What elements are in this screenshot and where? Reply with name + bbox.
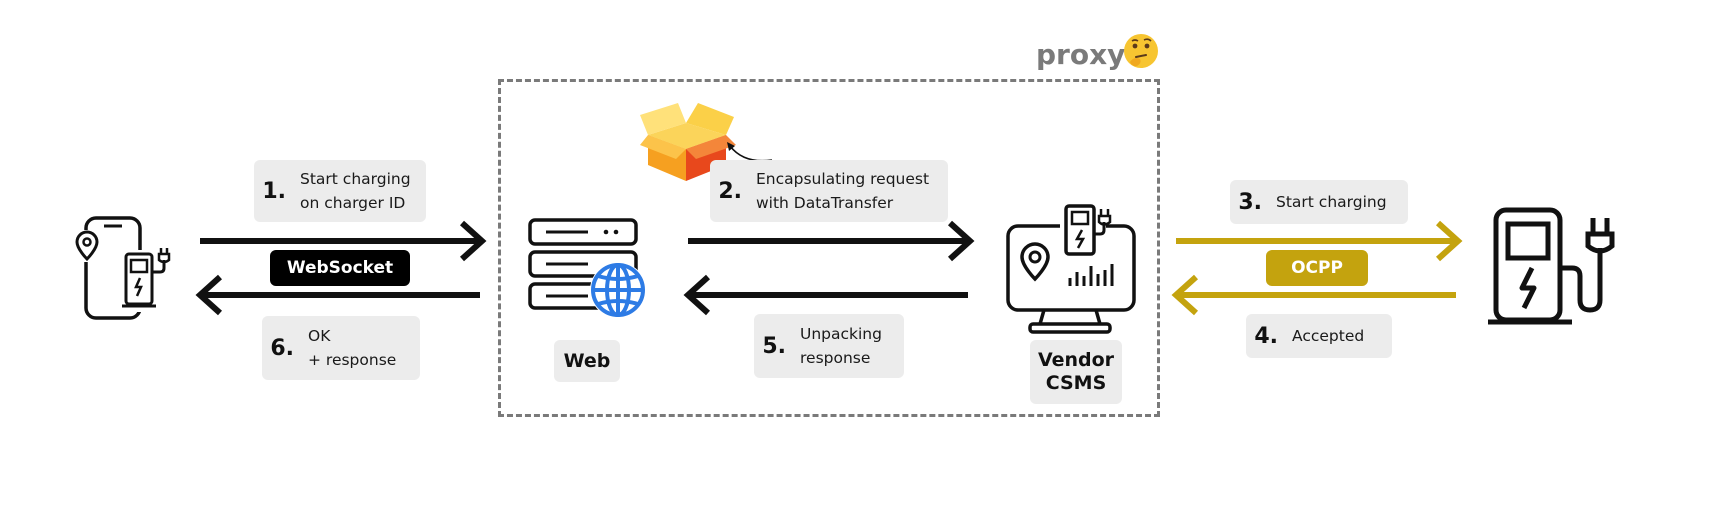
- step-number: 2.: [718, 178, 742, 204]
- step-5-label: 5. Unpacking response: [754, 314, 904, 378]
- step-number: 1.: [262, 178, 286, 204]
- websocket-badge: WebSocket: [270, 250, 410, 286]
- step-number: 4.: [1254, 323, 1278, 349]
- proxy-boundary: [498, 79, 1160, 417]
- step-text: OK + response: [308, 327, 397, 369]
- package-box-icon: [640, 103, 736, 181]
- arrow-web-to-phone: [195, 274, 480, 316]
- step-3-label: 3. Start charging: [1230, 180, 1408, 224]
- step-text: Encapsulating request with DataTransfer: [756, 170, 930, 212]
- ocpp-badge: OCPP: [1266, 250, 1368, 286]
- step-1-label: 1. Start charging on charger ID: [254, 160, 426, 222]
- step-2-label: 2. Encapsulating request with DataTransf…: [710, 160, 948, 222]
- step-text: Unpacking response: [800, 325, 882, 367]
- arrow-web-to-csms: [688, 220, 975, 262]
- arrow-csms-to-charger: [1176, 220, 1463, 262]
- arrow-csms-to-web: [683, 274, 968, 316]
- step-number: 5.: [762, 333, 786, 359]
- step-text: Start charging on charger ID: [300, 170, 411, 212]
- step-text: Accepted: [1292, 327, 1365, 345]
- web-server-globe-icon: [528, 218, 646, 318]
- step-number: 6.: [270, 335, 294, 361]
- vendor-csms-monitor-icon: [1006, 202, 1136, 334]
- step-number: 3.: [1238, 189, 1262, 215]
- arrow-phone-to-web: [200, 220, 487, 262]
- web-node-label: Web: [554, 340, 620, 382]
- mobile-charging-app-icon: [75, 216, 172, 320]
- step-6-label: 6. OK + response: [262, 316, 420, 380]
- ev-charger-station-icon: [1488, 207, 1615, 325]
- step-text: Start charging: [1276, 193, 1387, 211]
- arrow-charger-to-csms: [1171, 274, 1456, 316]
- proxy-label: proxy: [1036, 38, 1126, 71]
- thinking-face-icon: [1124, 34, 1158, 68]
- vendor-csms-node-label: Vendor CSMS: [1030, 340, 1122, 404]
- step-4-label: 4. Accepted: [1246, 314, 1392, 358]
